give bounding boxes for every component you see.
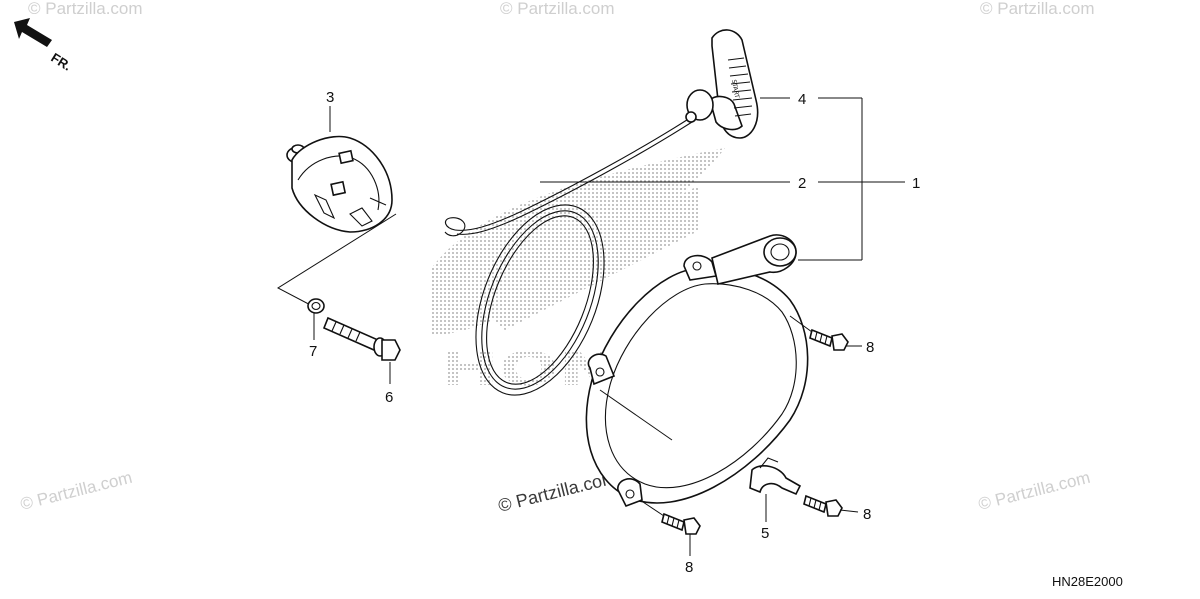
callout-8-lower: 8 [863,506,871,523]
watermark-bottom-left: © Partzilla.com [18,468,134,514]
callout-6: 6 [385,389,393,406]
callout-5: 5 [761,525,769,542]
callout-3: 3 [326,89,334,106]
direction-arrow-icon: FR. [14,18,74,74]
flange-bolt [322,316,401,361]
callout-7: 7 [309,343,317,360]
bolt-upper-right [809,328,849,351]
assembly-line-bolt-bottom [639,499,665,517]
assembly-line-bolt-upper [789,315,813,333]
watermark-top-left: © Partzilla.com [28,0,143,18]
assembly-line-cover [599,389,673,441]
callout-8-bottom: 8 [685,559,693,576]
callout-8-upper: 8 [866,339,874,356]
watermark-center: © Partzilla.com [496,467,619,516]
watermark-top-right: © Partzilla.com [980,0,1095,18]
callout-leaders [313,97,905,556]
starter-pulley [286,135,393,233]
bolt-lower-right [803,494,843,517]
bolt-bottom [661,512,701,535]
direction-label: FR. [48,50,74,74]
cable-clamp [749,457,802,496]
recoil-starter-cover [585,234,809,508]
callout-2: 2 [798,175,806,192]
callout-4: 4 [798,91,806,108]
washer [307,298,325,314]
diagram-code: HN28E2000 [1052,574,1123,589]
watermark-bottom-right: © Partzilla.com [976,468,1092,514]
watermark-top-center: © Partzilla.com [500,0,615,18]
grip-start-text: START [730,79,740,99]
recoil-rope [444,117,693,396]
assembly-line-pulley [276,213,397,311]
callout-1: 1 [912,175,920,192]
starter-grip: START [685,29,759,139]
